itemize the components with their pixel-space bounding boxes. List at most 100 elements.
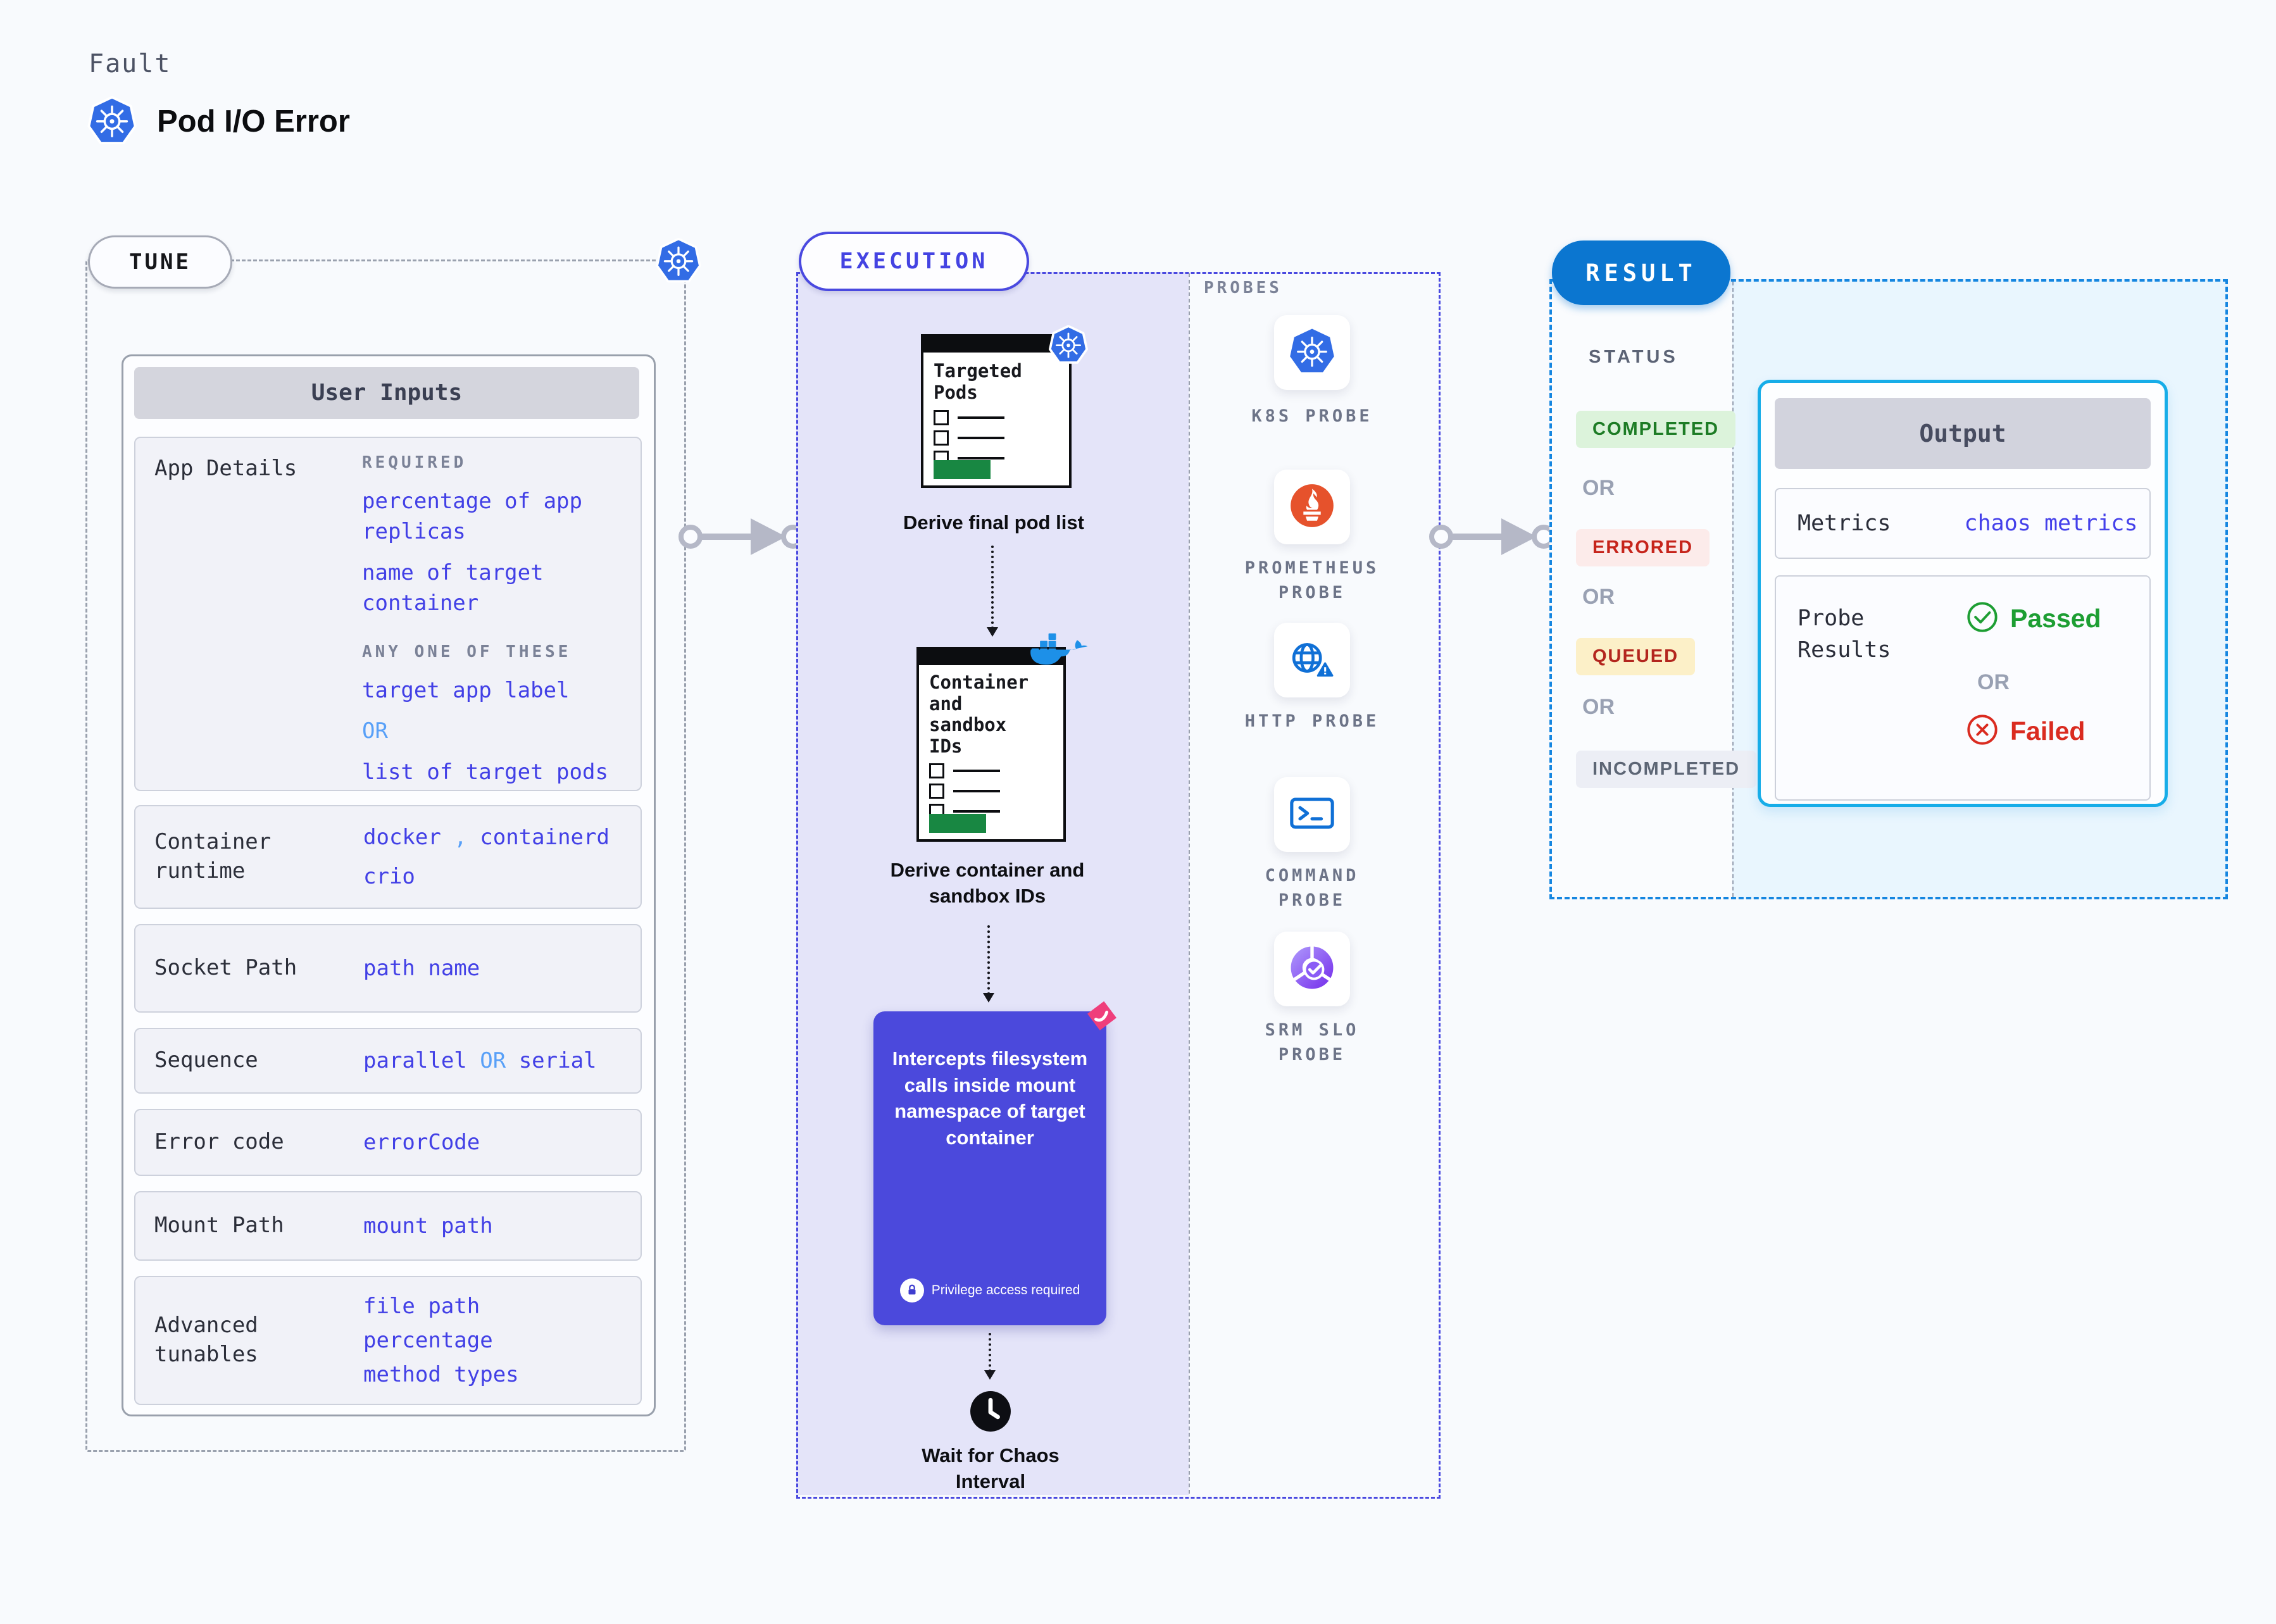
flow-connector [987,546,998,637]
flow-connector [983,925,994,1003]
status-badge-incompleted: INCOMPLETED [1576,751,1757,788]
or-separator: OR [1977,670,2010,694]
row-label: Socket Path [154,955,297,981]
litmus-chaos-icon [1084,997,1120,1034]
metrics-row: Metrics chaos metrics [1775,488,2151,559]
fault-eyebrow: Fault [89,49,172,78]
node-title: Container and sandbox IDs [929,671,1029,757]
advanced-value: method types [363,1362,519,1388]
privilege-note: Privilege access required [931,1283,1080,1297]
passed-check-icon [1966,601,1999,637]
node-caption: Derive final pod list [903,511,1084,534]
any-value: target app label [362,678,570,704]
result-separator [1732,282,1734,897]
probe-label: COMMAND PROBE [1265,866,1360,911]
row-label: Advanced tunables [154,1313,258,1367]
result-box [1549,279,2228,899]
required-value: name of target container [362,559,544,616]
node-title: Targeted Pods [934,360,1022,403]
row-advanced-tunables: Advanced tunables file path percentage m… [134,1276,642,1405]
row-socket-path: Socket Path path name [134,924,642,1013]
runtime-value: docker [363,824,441,850]
terminal-icon [1288,796,1336,834]
k8s-probe-card [1274,315,1350,390]
result-pill: RESULT [1552,240,1730,305]
row-label: Error code [154,1129,284,1155]
prometheus-probe-card [1274,470,1350,544]
output-title: Output [1775,398,2151,469]
advanced-value: file path [363,1293,480,1319]
row-app-details: App Details REQUIRED percentage of app r… [134,437,642,791]
user-inputs-title: User Inputs [134,367,639,419]
status-badge-queued: QUEUED [1576,638,1696,675]
row-label: Mount Path [154,1213,284,1239]
probe-results-row: Probe Results Passed OR F [1775,575,2151,801]
http-globe-icon [1285,638,1339,683]
http-probe-card [1274,623,1350,697]
node-caption: Wait for Chaos Interval [922,1444,1060,1492]
row-label: Container runtime [154,829,272,884]
or-separator: OR [1582,585,1615,609]
kubernetes-icon [1049,325,1088,365]
socket-value: path name [363,955,480,981]
or-separator: OR [1582,695,1615,719]
intercept-text: Intercepts filesystem calls inside mount… [892,1047,1088,1149]
row-label: Sequence [154,1047,258,1073]
failed-x-icon [1966,713,1999,749]
or-text: OR [362,718,388,744]
status-badge-errored: ERRORED [1576,529,1710,566]
row-container-runtime: Container runtime docker , containerd cr… [134,805,642,909]
or-separator: OR [1582,476,1615,500]
kubernetes-icon [1289,328,1335,378]
row-label: App Details [154,456,297,481]
sequence-value: parallel [363,1047,467,1073]
lock-icon [899,1278,924,1302]
status-badge-completed: COMPLETED [1576,411,1736,448]
required-value: percentage of app replicas [362,489,582,545]
kubernetes-icon [656,237,701,284]
clock-icon [969,1390,1012,1433]
probe-results-label: Probe Results [1798,606,1891,663]
node-caption: Derive container and sandbox IDs [890,859,1085,907]
metrics-value: chaos metrics [1964,511,2138,536]
container-ids-node: Container and sandbox IDs [916,633,1088,842]
advanced-value: percentage [363,1327,493,1353]
mount-value: mount path [363,1213,493,1239]
required-label: REQUIRED [362,453,467,472]
row-sequence: Sequence parallel OR serial [134,1028,642,1094]
probe-label: PROMETHEUS PROBE [1244,558,1380,603]
intercept-box: Intercepts filesystem calls inside mount… [873,1001,1116,1325]
probes-title: PROBES [1204,278,1282,297]
targeted-pods-node: Targeted Pods [921,325,1088,488]
tune-box [85,259,686,1452]
execution-pill: EXECUTION [799,232,1029,291]
probes-separator [1189,273,1190,1494]
execution-probes-box [796,272,1441,1499]
page-title: Pod I/O Error [157,104,350,139]
error-code-value: errorCode [363,1129,480,1155]
command-probe-card [1274,777,1350,852]
runtime-value: containerd [480,824,610,850]
any-one-label: ANY ONE OF THESE [362,642,572,662]
any-value: list of target pods [362,759,608,785]
docker-icon [1029,630,1090,673]
flow-connector [984,1333,996,1380]
probe-label: SRM SLO PROBE [1265,1020,1360,1065]
progress-bar [934,460,991,479]
runtime-value: crio [363,864,415,889]
passed-label: Passed [2010,604,2101,633]
slo-donut-icon [1288,944,1336,995]
failed-label: Failed [2010,716,2085,746]
sequence-value: serial [518,1047,597,1073]
probe-label: HTTP PROBE [1244,711,1380,731]
srm-slo-probe-card [1274,932,1350,1006]
row-mount-path: Mount Path mount path [134,1191,642,1261]
result-status-pane [1549,279,1732,899]
metrics-label: Metrics [1798,511,1891,536]
probe-label: K8S PROBE [1251,406,1373,426]
row-error-code: Error code errorCode [134,1109,642,1176]
prometheus-icon [1289,483,1335,532]
comma-sep: , [441,824,480,850]
progress-bar [929,814,986,833]
